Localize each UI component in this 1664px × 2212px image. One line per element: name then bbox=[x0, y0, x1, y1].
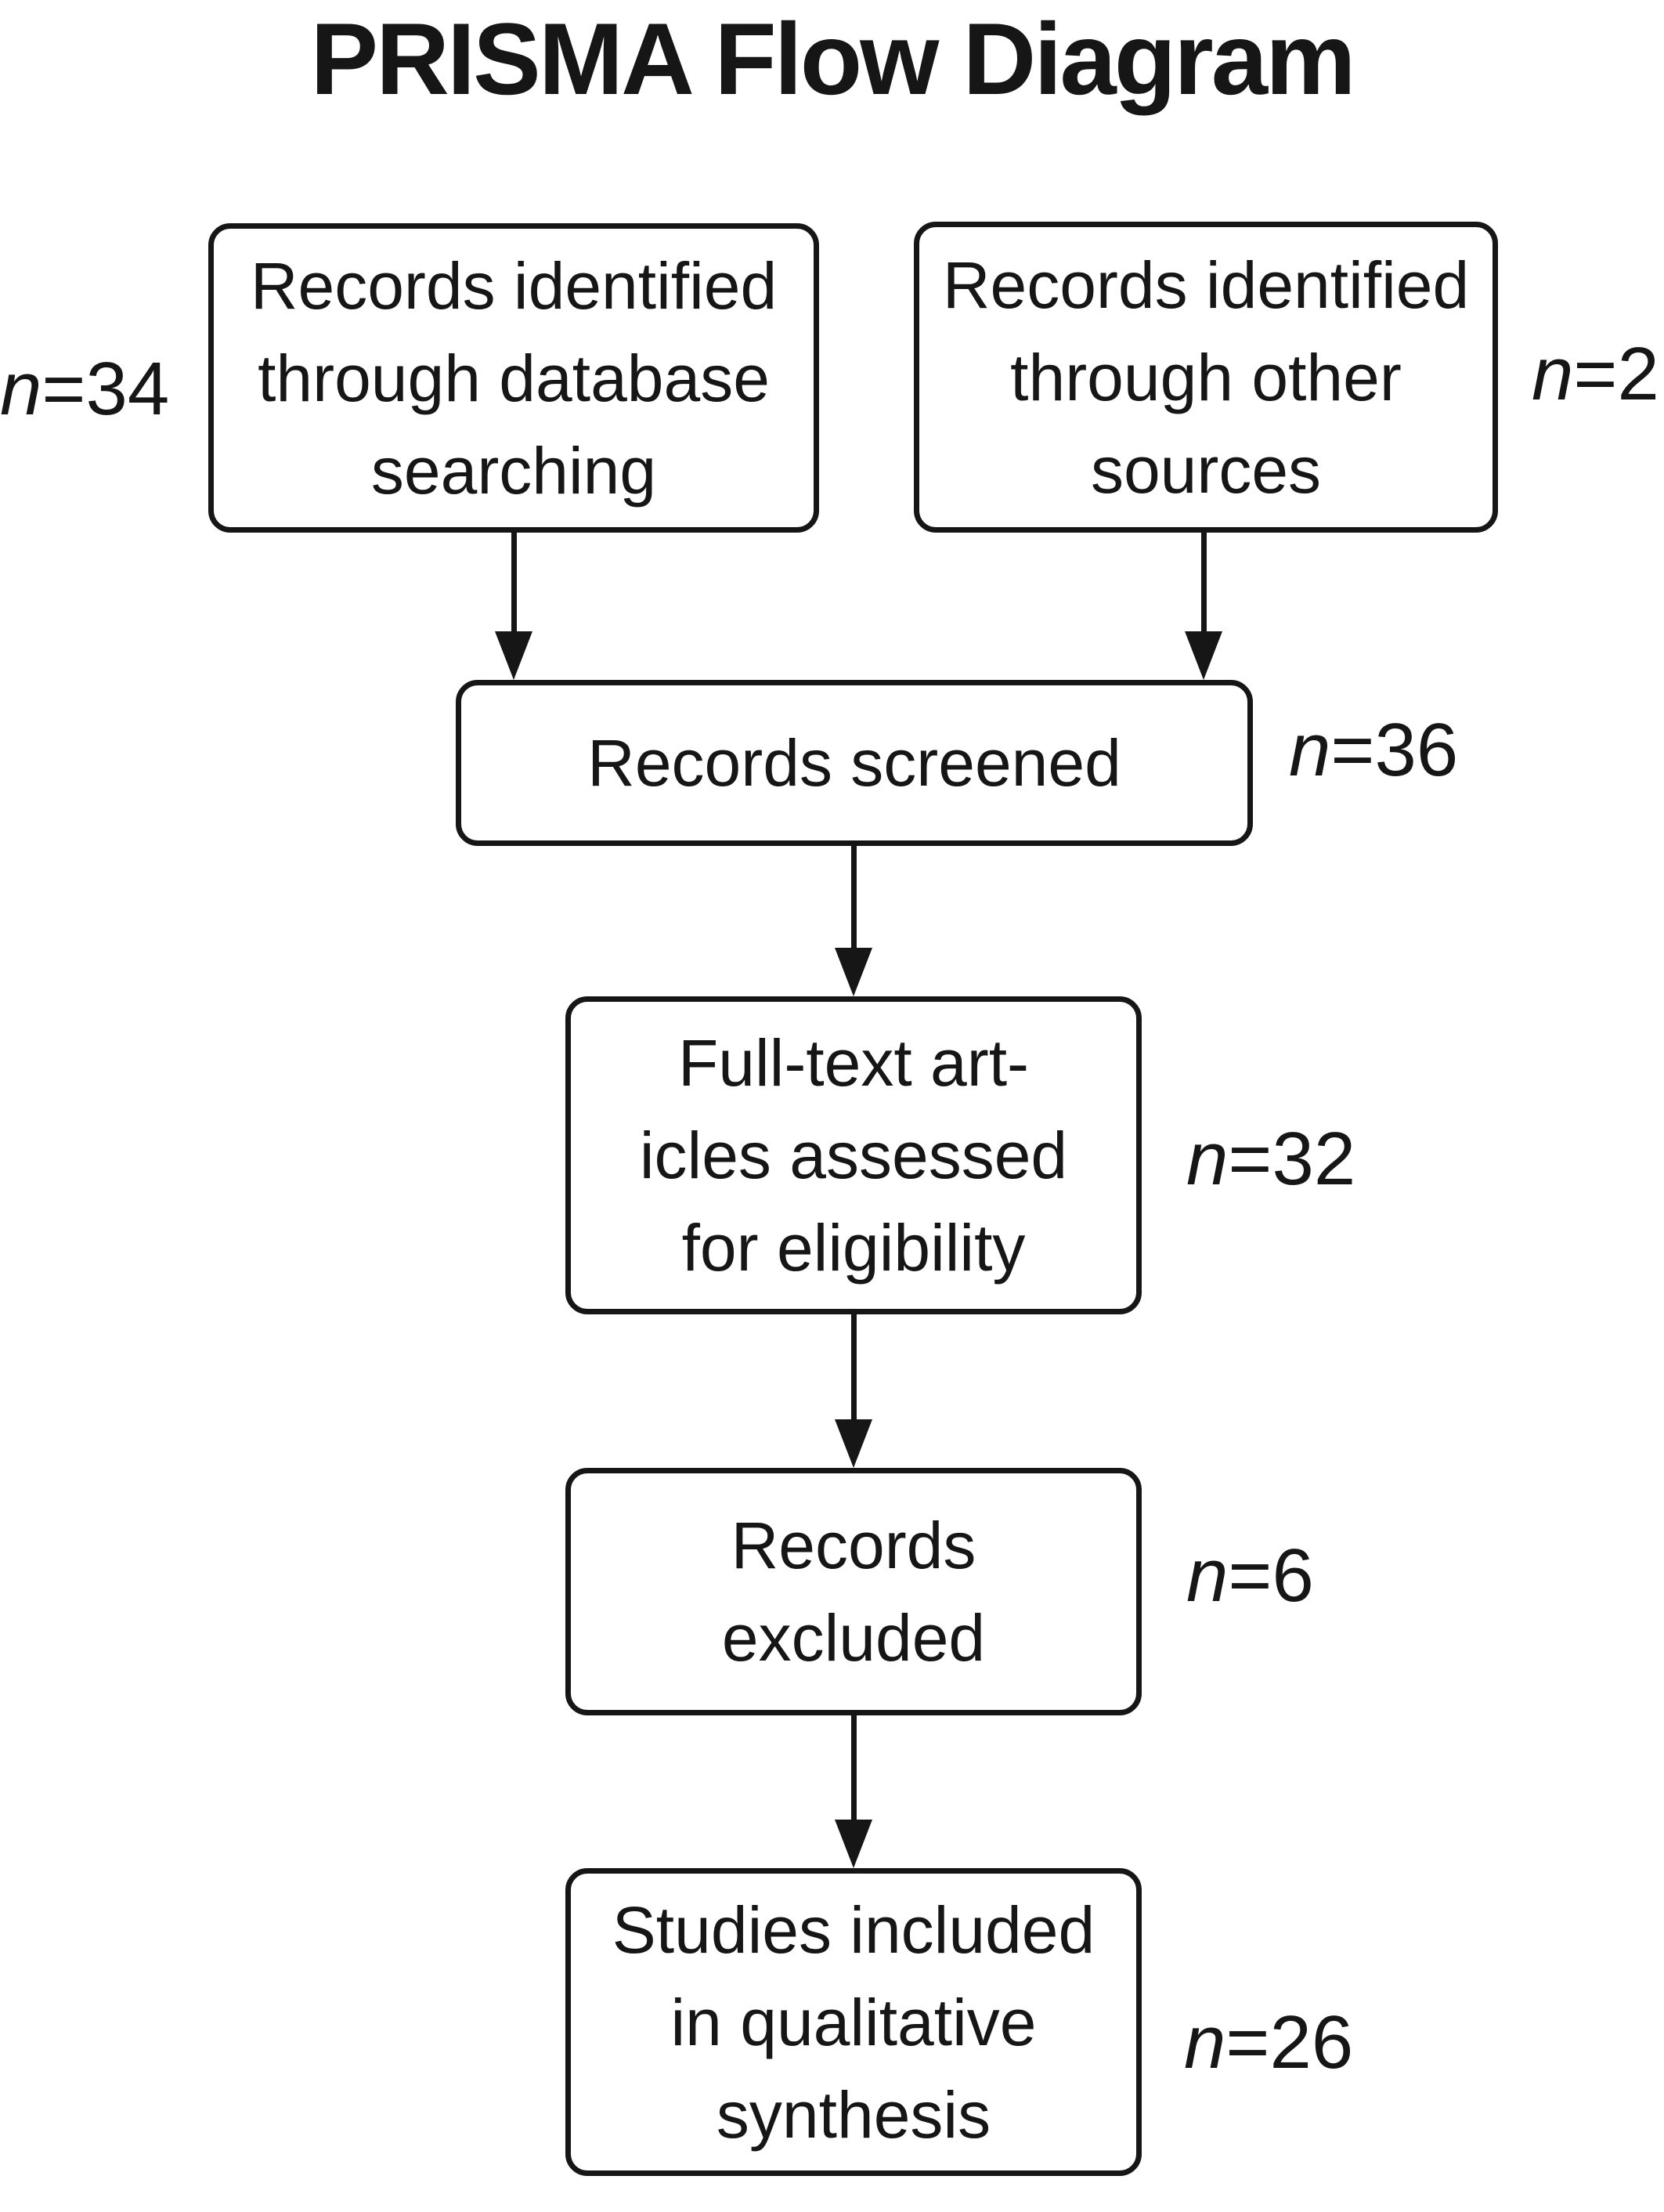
box-records-screened: Records screened bbox=[456, 680, 1253, 846]
box-text-line: sources bbox=[1090, 432, 1322, 507]
flow-arrow-stem bbox=[851, 1712, 857, 1821]
flow-arrow-stem bbox=[851, 1311, 857, 1421]
count-identified-other: n=2 bbox=[1532, 327, 1659, 421]
count-variable: n bbox=[1186, 1534, 1229, 1617]
count-value: =32 bbox=[1228, 1117, 1356, 1201]
count-fulltext: n=32 bbox=[1186, 1112, 1355, 1206]
count-variable: n bbox=[1289, 708, 1331, 792]
count-value: =26 bbox=[1225, 2001, 1354, 2084]
box-text-line: synthesis bbox=[716, 2077, 991, 2152]
count-excluded: n=6 bbox=[1186, 1529, 1314, 1623]
box-text-line: searching bbox=[370, 433, 657, 508]
box-text-line: in qualitative bbox=[670, 1985, 1037, 2059]
box-text-line: icles assessed bbox=[639, 1119, 1068, 1192]
box-text: Studies included in qualitative synthesi… bbox=[612, 1884, 1095, 2161]
count-variable: n bbox=[1186, 1117, 1229, 1201]
box-text-line: through other bbox=[1010, 340, 1402, 414]
box-text-line: Records screened bbox=[587, 726, 1121, 800]
page-title: PRISMA Flow Diagram bbox=[310, 2, 1355, 116]
count-value: =6 bbox=[1228, 1534, 1314, 1617]
box-records-identified-other: Records identified through other sources bbox=[914, 222, 1498, 533]
count-value: =2 bbox=[1573, 332, 1659, 416]
box-text-line: Records identified bbox=[942, 248, 1470, 322]
box-text: Records identified through other sources bbox=[943, 239, 1469, 516]
box-studies-included: Studies included in qualitative synthesi… bbox=[565, 1868, 1142, 2176]
count-value: =34 bbox=[42, 347, 170, 431]
box-text-line: Records identified bbox=[250, 248, 778, 323]
box-text-line: through database bbox=[258, 341, 770, 415]
count-variable: n bbox=[0, 347, 42, 431]
flow-arrow-stem bbox=[511, 530, 517, 633]
box-text-line: for eligibility bbox=[681, 1211, 1026, 1285]
flow-arrow-stem bbox=[1201, 530, 1207, 633]
box-fulltext-articles-assessed: Full-text art- icles assessed for eligib… bbox=[565, 996, 1142, 1314]
count-variable: n bbox=[1184, 2001, 1226, 2084]
box-text-line: Records bbox=[731, 1509, 976, 1582]
box-text-line: Full-text art- bbox=[677, 1026, 1030, 1100]
count-identified-database: n=34 bbox=[0, 342, 170, 436]
flow-arrow-head bbox=[495, 631, 532, 680]
box-text: Full-text art- icles assessed for eligib… bbox=[640, 1017, 1067, 1294]
box-text: Records excluded bbox=[722, 1499, 985, 1684]
flow-arrow-head bbox=[1185, 631, 1222, 680]
box-text: Records screened bbox=[587, 717, 1121, 809]
count-variable: n bbox=[1532, 332, 1574, 416]
box-text-line: excluded bbox=[721, 1601, 986, 1675]
box-text: Records identified through database sear… bbox=[251, 240, 777, 517]
count-value: =36 bbox=[1330, 708, 1459, 792]
flow-arrow-head bbox=[835, 1820, 872, 1868]
box-records-excluded: Records excluded bbox=[565, 1468, 1142, 1715]
box-records-identified-database: Records identified through database sear… bbox=[208, 223, 819, 533]
count-screened: n=36 bbox=[1289, 703, 1458, 797]
count-included: n=26 bbox=[1184, 1996, 1353, 2090]
flow-arrow-stem bbox=[851, 843, 857, 949]
flow-arrow-head bbox=[835, 1419, 872, 1468]
box-text-line: Studies included bbox=[612, 1892, 1095, 1967]
flow-arrow-head bbox=[835, 948, 872, 996]
